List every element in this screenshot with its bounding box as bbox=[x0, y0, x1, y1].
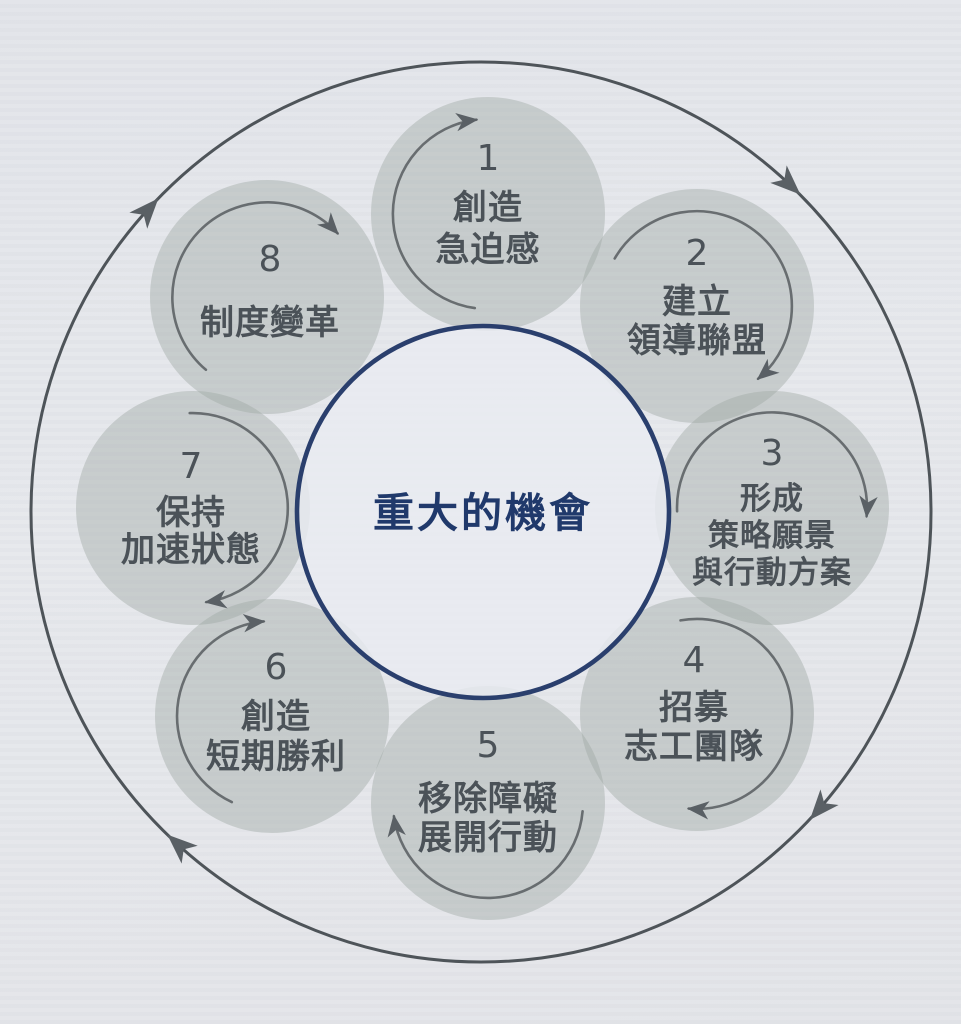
step-7-label-line2: 加速狀態 bbox=[121, 530, 261, 570]
center-label: 重大的機會 bbox=[373, 489, 593, 537]
step-3-label-line1: 形成 bbox=[740, 481, 804, 517]
step-6-number: 6 bbox=[265, 647, 288, 688]
step-8-circle bbox=[150, 180, 384, 414]
step-8-label-group: 8 制度變革 bbox=[200, 239, 340, 343]
step-4-number: 4 bbox=[683, 640, 706, 681]
step-5-number: 5 bbox=[477, 725, 500, 766]
step-4-label-line2: 志工團隊 bbox=[624, 727, 764, 767]
step-2-label-line2: 領導聯盟 bbox=[627, 321, 767, 361]
step-7-label-line1: 保持 bbox=[156, 493, 226, 533]
step-4-label-line1: 招募 bbox=[659, 688, 729, 728]
step-7-number: 7 bbox=[180, 446, 203, 487]
step-4-label-group: 4 招募 志工團隊 bbox=[624, 640, 764, 767]
outer-ring-arrowhead-bottom-left-icon bbox=[167, 834, 198, 864]
step-3-number: 3 bbox=[761, 433, 784, 474]
step-2-number: 2 bbox=[686, 233, 709, 274]
center-circle bbox=[294, 323, 672, 701]
step-1-label-line2: 急迫感 bbox=[436, 230, 541, 270]
step-1-circle bbox=[371, 97, 605, 331]
step-2-label-line1: 建立 bbox=[662, 282, 732, 322]
outer-ring-arrowhead-bottom-right-icon bbox=[809, 789, 839, 820]
step-6-cycle-arrow-icon bbox=[175, 614, 266, 804]
step-1-cycle-arrow-icon bbox=[391, 113, 479, 310]
step-3-circle bbox=[655, 391, 889, 625]
step-3-cycle-arrow-icon bbox=[675, 411, 878, 519]
step-5-label-line2: 展開行動 bbox=[418, 818, 558, 858]
step-8-cycle-arrow-icon bbox=[171, 201, 339, 372]
step-1-number: 1 bbox=[477, 138, 500, 179]
step-8-label-line1: 制度變革 bbox=[200, 303, 340, 343]
step-7-label-group: 7 保持 加速狀態 bbox=[121, 446, 261, 570]
step-5-circle bbox=[371, 686, 605, 920]
step-1-label-line1: 創造 bbox=[453, 188, 523, 228]
step-5-label-line1: 移除障礙 bbox=[418, 779, 558, 819]
step-6-label-line2: 短期勝利 bbox=[206, 737, 346, 777]
outer-ring-arrowhead-top-right-icon bbox=[770, 165, 801, 195]
step-7-circle bbox=[76, 391, 310, 625]
step-2-cycle-arrow-icon bbox=[613, 209, 794, 381]
step-5-cycle-arrow-icon bbox=[387, 810, 584, 900]
outer-ring-arrowhead-top-left-icon bbox=[129, 198, 159, 229]
step-7-cycle-arrow-icon bbox=[188, 411, 290, 609]
outer-cycle-ring bbox=[29, 60, 933, 964]
step-2-circle bbox=[580, 189, 814, 423]
step-8-number: 8 bbox=[259, 239, 282, 280]
step-6-circle bbox=[155, 599, 389, 833]
step-4-circle bbox=[580, 597, 814, 831]
step-2-label-group: 2 建立 領導聯盟 bbox=[627, 233, 767, 361]
step-6-label-group: 6 創造 短期勝利 bbox=[206, 647, 346, 777]
step-3-label-line3: 與行動方案 bbox=[692, 555, 852, 591]
step-3-label-group: 3 形成 策略願景 與行動方案 bbox=[692, 433, 852, 591]
step-3-label-line2: 策略願景 bbox=[708, 518, 836, 554]
step-4-cycle-arrow-icon bbox=[679, 617, 794, 820]
step-1-label-group: 1 創造 急迫感 bbox=[436, 138, 541, 270]
step-5-label-group: 5 移除障礙 展開行動 bbox=[418, 725, 558, 858]
step-6-label-line1: 創造 bbox=[241, 697, 311, 737]
